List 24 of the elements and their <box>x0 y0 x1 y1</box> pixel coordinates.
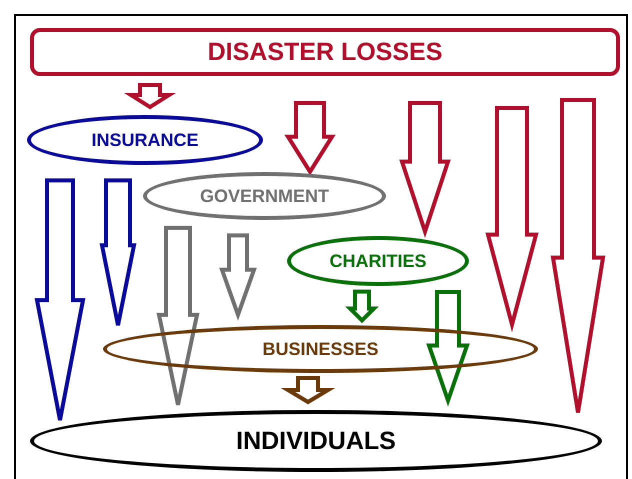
ellipse-node <box>27 115 263 165</box>
block-arrow <box>550 98 606 415</box>
ellipse-node <box>287 236 469 286</box>
block-arrow <box>485 106 539 332</box>
ellipse-node <box>103 325 538 373</box>
block-arrow <box>280 376 336 404</box>
block-arrow <box>399 101 451 238</box>
ellipse-node <box>30 410 602 472</box>
node-label: GOVERNMENT <box>200 186 329 206</box>
block-arrow <box>426 290 470 407</box>
block-arrow <box>345 290 379 324</box>
node-label: INDIVIDUALS <box>236 426 396 456</box>
block-arrow <box>156 226 200 407</box>
ellipse-node <box>143 172 386 220</box>
block-arrow <box>34 178 86 422</box>
node-label: CHARITIES <box>329 250 426 272</box>
node-label: BUSINESSES <box>262 338 379 360</box>
block-arrow <box>284 101 336 176</box>
node-label: DISASTER LOSSES <box>208 38 442 66</box>
title-box <box>30 28 620 76</box>
block-arrow <box>219 233 257 321</box>
block-arrow <box>100 178 136 328</box>
block-arrow <box>124 83 176 110</box>
node-label: INSURANCE <box>91 130 198 150</box>
